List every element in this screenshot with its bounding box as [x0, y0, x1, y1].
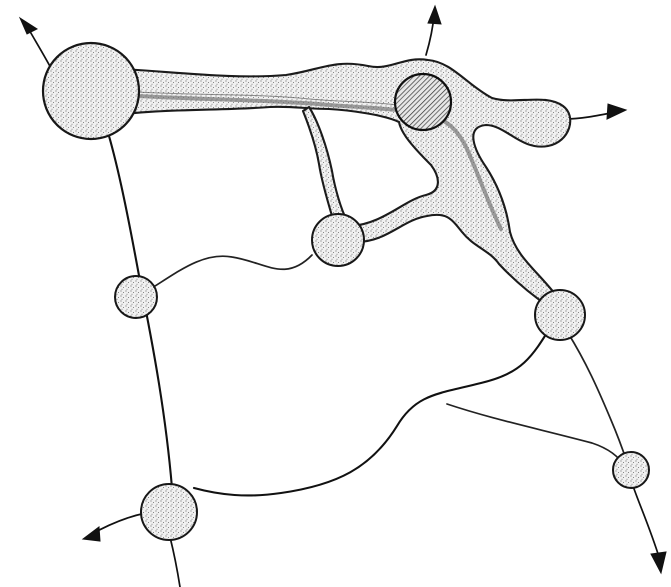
bottom-left-node — [141, 484, 197, 540]
branch-node — [312, 214, 364, 266]
right-middle-node — [535, 290, 585, 340]
arrow-up-left-icon — [20, 18, 37, 34]
bottom-vertical-road — [170, 537, 180, 587]
arrow-down-left-icon — [83, 527, 100, 541]
left-middle-to-branch-road — [137, 255, 312, 297]
right-lower-node — [613, 452, 649, 488]
road-fork-to-right-lower-node — [447, 404, 625, 467]
hatched-center-node — [395, 74, 451, 130]
stippled-corridor — [89, 59, 570, 306]
lower-right-exit-road — [633, 486, 660, 560]
right-middle-to-lower-road — [194, 315, 558, 495]
left-middle-node — [115, 276, 157, 318]
arrow-up-icon — [428, 6, 441, 24]
large-origin-node — [43, 43, 139, 139]
upper-left-exit-road — [28, 28, 52, 70]
vertical-stippled-connector — [303, 107, 347, 226]
arrow-right-icon — [607, 104, 626, 119]
arrow-down-right-icon — [651, 552, 666, 573]
